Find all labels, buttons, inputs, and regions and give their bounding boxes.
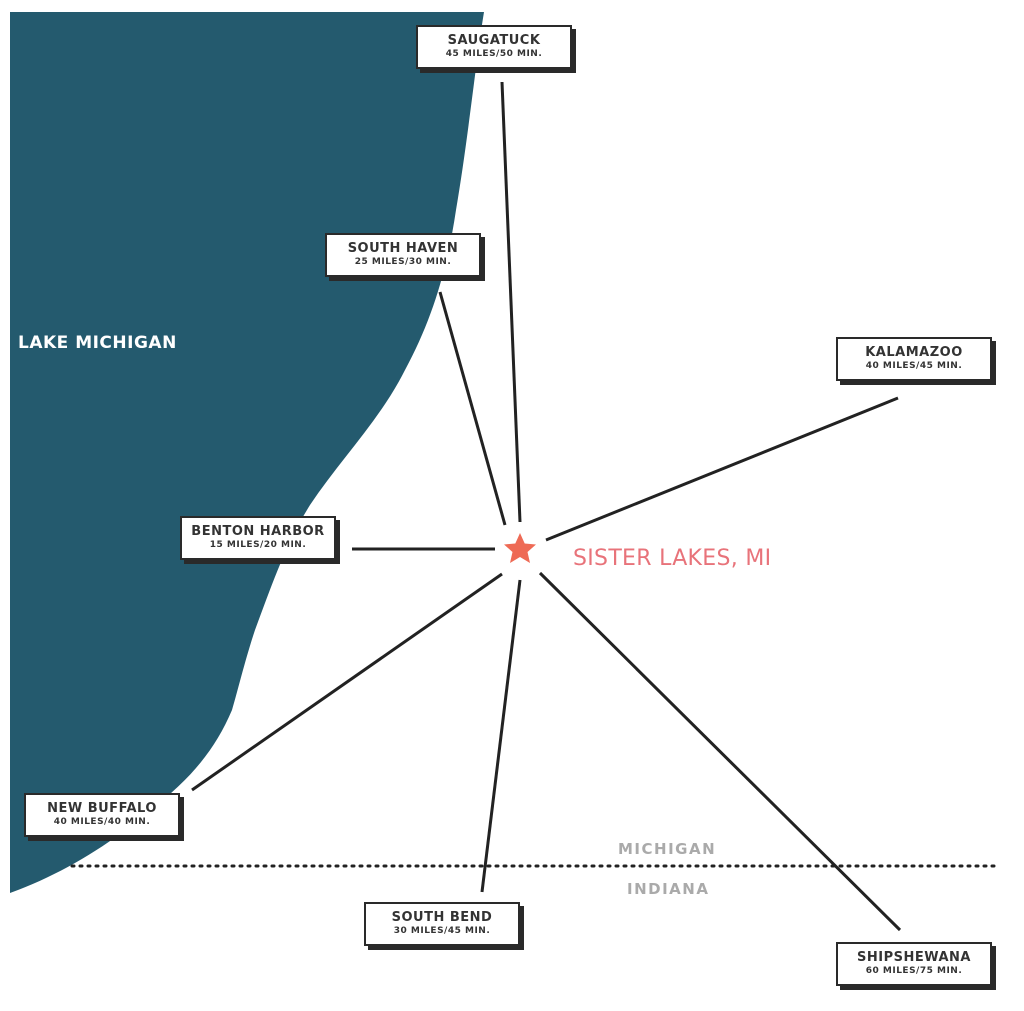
destination-distance: 40 MILES/45 MIN.: [865, 361, 963, 371]
indiana-label: INDIANA: [627, 880, 710, 898]
destination-new-buffalo: NEW BUFFALO 40 MILES/40 MIN.: [24, 793, 180, 837]
route-line-saugatuck: [500, 81, 522, 523]
route-line-shipshewana: [538, 571, 902, 932]
route-line-south-bend: [480, 579, 522, 893]
destination-name: BENTON HARBOR: [191, 524, 325, 539]
destination-distance: 15 MILES/20 MIN.: [209, 540, 307, 550]
destination-distance: 40 MILES/40 MIN.: [53, 817, 151, 827]
route-line-south-haven: [438, 291, 507, 526]
route-line-new-buffalo: [191, 572, 503, 792]
destination-distance: 45 MILES/50 MIN.: [445, 49, 543, 59]
lake-michigan-water: [10, 12, 484, 893]
destination-name: SAUGATUCK: [447, 33, 541, 48]
destination-benton-harbor: BENTON HARBOR 15 MILES/20 MIN.: [180, 516, 336, 560]
destination-name: SOUTH HAVEN: [347, 241, 459, 256]
destination-distance: 25 MILES/30 MIN.: [354, 257, 452, 267]
star-icon: [504, 533, 536, 563]
lake-michigan-label: LAKE MICHIGAN: [18, 333, 177, 353]
destination-saugatuck: SAUGATUCK 45 MILES/50 MIN.: [416, 25, 572, 69]
destination-name: SHIPSHEWANA: [857, 950, 971, 965]
destination-distance: 60 MILES/75 MIN.: [865, 966, 963, 976]
destination-kalamazoo: KALAMAZOO 40 MILES/45 MIN.: [836, 337, 992, 381]
destination-distance: 30 MILES/45 MIN.: [393, 926, 491, 936]
route-line-kalamazoo: [545, 396, 899, 542]
michigan-label: MICHIGAN: [618, 840, 717, 858]
sister-lakes-label: SISTER LAKES, MI: [573, 546, 772, 571]
destination-south-bend: SOUTH BEND 30 MILES/45 MIN.: [364, 902, 520, 946]
destination-name: SOUTH BEND: [391, 910, 493, 925]
destination-south-haven: SOUTH HAVEN 25 MILES/30 MIN.: [325, 233, 481, 277]
destination-name: NEW BUFFALO: [47, 801, 157, 816]
destination-name: KALAMAZOO: [865, 345, 963, 360]
destination-shipshewana: SHIPSHEWANA 60 MILES/75 MIN.: [836, 942, 992, 986]
